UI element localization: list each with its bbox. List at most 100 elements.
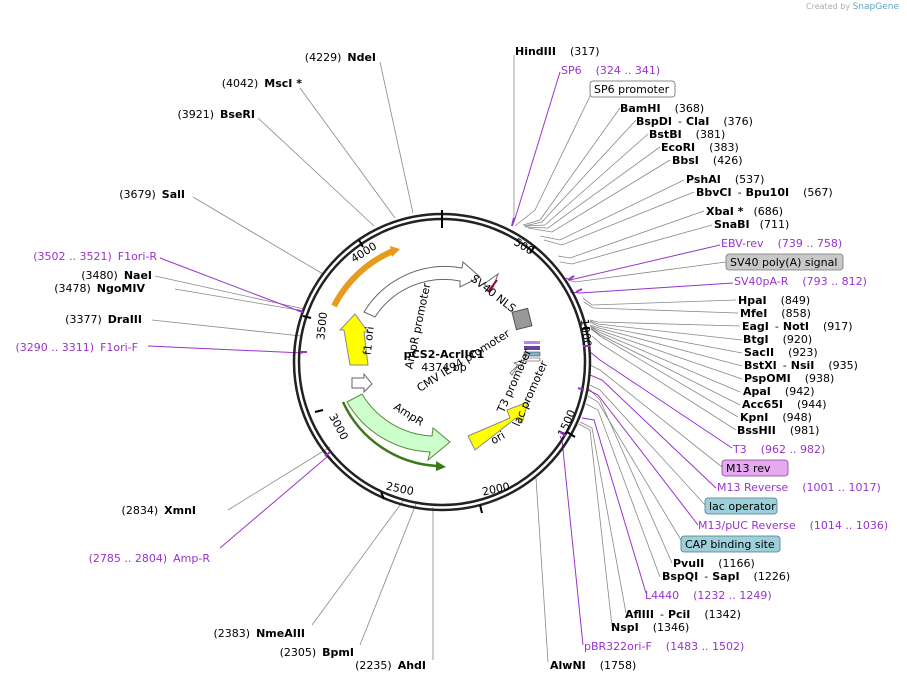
- tick-500: [529, 245, 536, 254]
- left-label-bseri: (3921)BseRI: [177, 108, 255, 121]
- tick-4000: [358, 239, 364, 248]
- leader-l4440: [581, 417, 647, 594]
- box-label-sv40-polya: SV40 poly(A) signal: [730, 256, 837, 269]
- tick-label-3000: 3000: [326, 411, 351, 442]
- left-label-f1ori-r: (3502 .. 3521)F1ori-R: [33, 250, 157, 263]
- right-label-bbsi: BbsI(426): [672, 154, 743, 167]
- leader-mfei: [583, 301, 739, 314]
- tick-3500: [302, 315, 312, 319]
- tick-3000: [314, 409, 324, 413]
- right-label-bbvci: BbvCI-Bpu10I(567): [696, 186, 833, 199]
- plasmid-name: pCS2-AcrIIC1: [404, 348, 485, 361]
- feature-label-ori: ori: [488, 429, 507, 447]
- left-label-bpmi: (2305)BpmI: [280, 646, 354, 659]
- tick-label-2000: 2000: [481, 480, 511, 499]
- left-leader-lines: [151, 61, 434, 660]
- leader-bamhi: [522, 107, 621, 226]
- left-labels: (4229)NdeI (4042)MscI * (3921)BseRI (367…: [16, 51, 427, 672]
- right-label-sacii: SacII(923): [744, 346, 818, 359]
- left-label-amp-r: (2785 .. 2804)Amp-R: [89, 552, 211, 565]
- leader-xbai: [557, 210, 705, 259]
- leader-m13-rev: [589, 364, 723, 468]
- snapgene-brand: SnapGene: [852, 2, 899, 12]
- leader-pspomi: [589, 325, 743, 380]
- leader-sv40pa-r: [569, 282, 734, 294]
- left-primer-lines: [147, 257, 328, 549]
- right-label-xbai: XbaI *(686): [706, 205, 783, 218]
- right-box-cap-site: CAP binding site: [680, 535, 781, 553]
- leader-xmni: [227, 446, 331, 511]
- box-leader-lines: [514, 91, 727, 546]
- feature-sv40-nls-mark: [487, 279, 498, 293]
- scale-ticks: [302, 239, 591, 514]
- right-leader-lines: [513, 55, 743, 663]
- marker-pbr322: [559, 431, 567, 437]
- right-label-pvuii: PvuII(1166): [673, 557, 755, 570]
- leader-m13-reverse: [589, 374, 717, 489]
- leader-nspi: [578, 423, 613, 627]
- leader-bbsi: [527, 159, 671, 233]
- leader-hpai: [582, 297, 737, 306]
- left-label-msci: (4042)MscI *: [222, 77, 303, 90]
- leader-msci: [299, 87, 396, 219]
- right-box-sv40-polya: SV40 poly(A) signal: [725, 253, 844, 271]
- leader-alwni: [535, 477, 549, 663]
- right-label-afliii: AflIII-PciI(1342): [625, 608, 741, 621]
- left-label-ngomiv: (3478)NgoMIV: [54, 282, 145, 295]
- right-label-bamhi: BamHI(368): [620, 102, 704, 115]
- leader-ngomiv: [174, 288, 305, 312]
- left-label-sali: (3679)SalI: [119, 188, 185, 201]
- right-label-kpni: KpnI(948): [740, 411, 812, 424]
- marker-m13-rev: [524, 341, 540, 344]
- right-label-eagi: EagI-NotI(917): [742, 320, 853, 333]
- feature-cmv-arrow: [363, 261, 481, 318]
- leader-sali: [192, 196, 324, 275]
- leader-eagi: [589, 319, 741, 327]
- leader-nmeaiii: [311, 500, 404, 626]
- leader-ndei: [379, 61, 414, 214]
- left-label-draiii: (3377)DraIII: [65, 313, 142, 326]
- leader-kpni: [590, 328, 739, 418]
- tick-2500: [380, 491, 385, 500]
- right-label-ebv-rev: EBV-rev(739 .. 758): [721, 237, 842, 250]
- right-box-lac-operator: lac operator: [704, 497, 778, 515]
- right-label-l4440: L4440(1232 .. 1249): [645, 589, 772, 602]
- marker-sv40-polya: [511, 307, 533, 331]
- leader-bspqi: [585, 403, 661, 578]
- leader-cap-site: [587, 395, 685, 546]
- right-label-m13-reverse: M13 Reverse(1001 .. 1017): [717, 481, 881, 494]
- leader-draiii: [151, 319, 302, 337]
- leader-sacii: [589, 321, 743, 354]
- leader-ecori: [524, 146, 661, 229]
- leader-acc65i: [590, 327, 741, 406]
- right-box-sp6-promoter: SP6 promoter: [589, 80, 676, 98]
- leader-bseri: [257, 117, 375, 227]
- box-label-sp6-promoter: SP6 promoter: [594, 83, 670, 96]
- right-label-hpai: HpaI(849): [738, 294, 810, 307]
- plasmid-backbone: [292, 210, 592, 512]
- right-label-bspdi: BspDI-ClaI(376): [636, 115, 753, 128]
- leader-sp6: [513, 71, 561, 223]
- site-markers: [296, 217, 590, 457]
- leader-bbvci: [543, 191, 695, 246]
- marker-f1ori-r: [296, 309, 304, 313]
- leader-apai: [590, 326, 741, 393]
- feature-label-ampr: AmpR: [391, 400, 426, 429]
- right-label-acc65i: Acc65I(944): [742, 398, 827, 411]
- box-label-cap-site: CAP binding site: [685, 538, 775, 551]
- box-label-m13-rev: M13 rev: [726, 462, 771, 475]
- right-label-pshai: PshAI(537): [686, 173, 764, 186]
- left-label-xmni: (2834)XmnI: [122, 504, 196, 517]
- leader-ebv-rev: [565, 244, 721, 281]
- snapgene-credit: Created by SnapGene: [806, 2, 899, 12]
- tick-1500: [566, 431, 576, 438]
- feature-label-f1ori: f1 ori: [361, 326, 377, 356]
- right-label-t3: T3(962 .. 982): [732, 443, 825, 456]
- marker-cap-site: [523, 351, 541, 357]
- leader-lac-operator: [589, 384, 707, 507]
- left-label-ahdi: (2235)AhdI: [355, 659, 426, 672]
- leader-bstbi: [524, 133, 649, 227]
- right-label-bstxi: BstXI-NsiI(935): [744, 359, 858, 372]
- leader-m13puc-reverse: [587, 389, 699, 526]
- right-label-snabi: SnaBI(711): [714, 218, 789, 231]
